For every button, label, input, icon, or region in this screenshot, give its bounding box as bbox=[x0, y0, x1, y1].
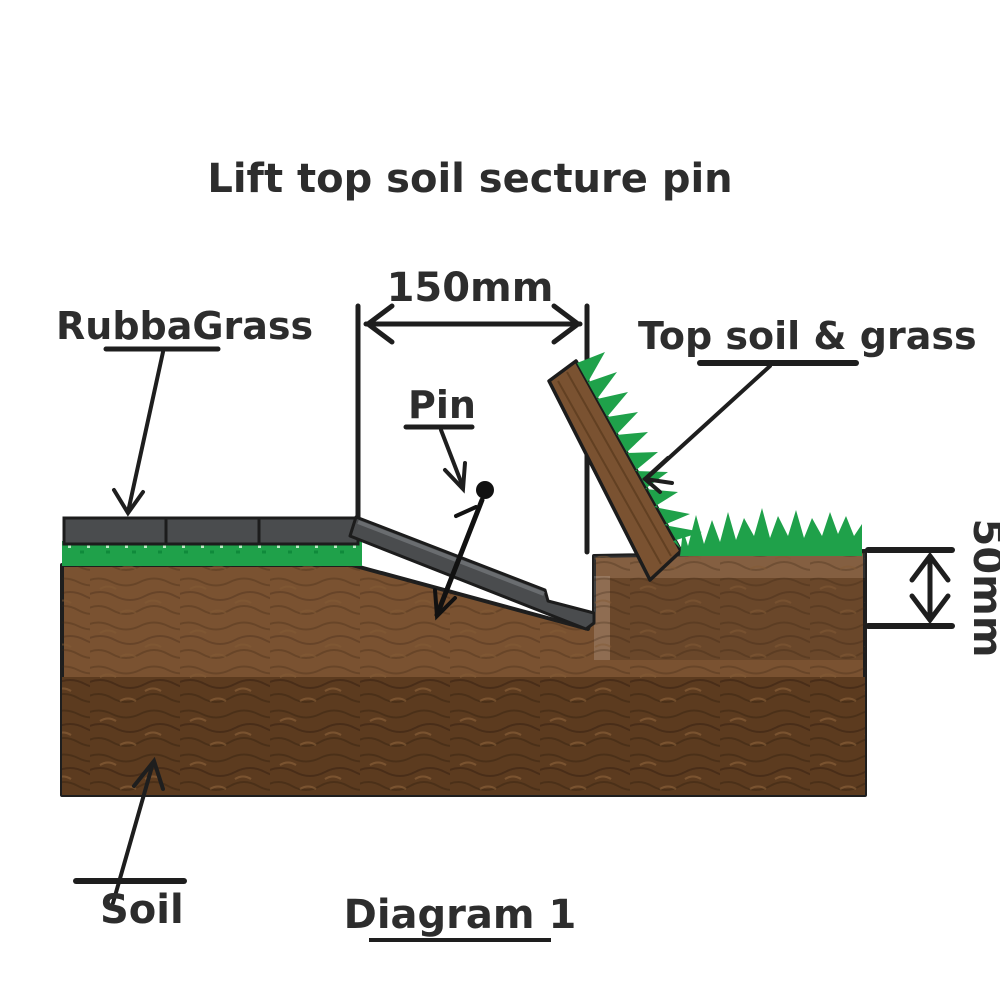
pin-shaft-arrowhead bbox=[433, 588, 457, 621]
soil-cross-section bbox=[60, 549, 867, 797]
dim-150mm bbox=[355, 303, 590, 555]
flap-grain-2 bbox=[566, 371, 672, 557]
flap-grass bbox=[577, 352, 702, 549]
rubbagrass-tiles bbox=[62, 516, 360, 546]
topsoil-arrowhead-prong bbox=[643, 477, 674, 485]
rubbagrass-leader bbox=[126, 350, 165, 514]
diagram-caption: Diagram 1 bbox=[344, 892, 577, 938]
dim-150-arrowhead-right bbox=[551, 303, 583, 345]
pin-collar-tick bbox=[454, 505, 478, 518]
soil-texture-lower bbox=[62, 677, 865, 795]
rubbagrass-label: RubbaGrass bbox=[56, 304, 313, 348]
dim-50mm bbox=[865, 547, 955, 629]
dim-50-arrowhead-up bbox=[909, 551, 951, 583]
flap-soil-slab bbox=[547, 359, 683, 582]
topsoil-flap bbox=[547, 352, 702, 582]
topsoil-label: Top soil & grass bbox=[638, 314, 977, 358]
tile-slope bbox=[348, 515, 596, 631]
flap-grain-1 bbox=[557, 380, 662, 565]
pin-label: Pin bbox=[408, 383, 476, 427]
dim-50-label: 50mm bbox=[964, 518, 1000, 657]
soil-arrowhead bbox=[132, 756, 165, 791]
rubbagrass-assembly bbox=[62, 515, 596, 631]
dim-150-label: 150mm bbox=[387, 265, 554, 311]
pin-marker bbox=[433, 481, 494, 621]
pin-head bbox=[476, 481, 494, 499]
dim-150-arrowhead-left bbox=[363, 303, 395, 345]
pin-leader-arrowhead bbox=[443, 461, 467, 494]
tile-slope-highlight bbox=[357, 520, 545, 596]
flat-grass bbox=[680, 508, 862, 556]
diagram-title: Lift top soil secture pin bbox=[207, 156, 732, 202]
dim-50-arrowhead-down bbox=[909, 593, 951, 625]
rubbagrass-arrowhead bbox=[112, 488, 145, 517]
soil-leader bbox=[111, 761, 155, 905]
pin-leader bbox=[439, 428, 465, 489]
soil-label: Soil bbox=[100, 887, 184, 933]
diagram-text: Lift top soil secture pin 150mm RubbaGra… bbox=[56, 156, 1000, 938]
pin-shaft bbox=[434, 497, 485, 618]
callout-leaders bbox=[73, 346, 859, 905]
